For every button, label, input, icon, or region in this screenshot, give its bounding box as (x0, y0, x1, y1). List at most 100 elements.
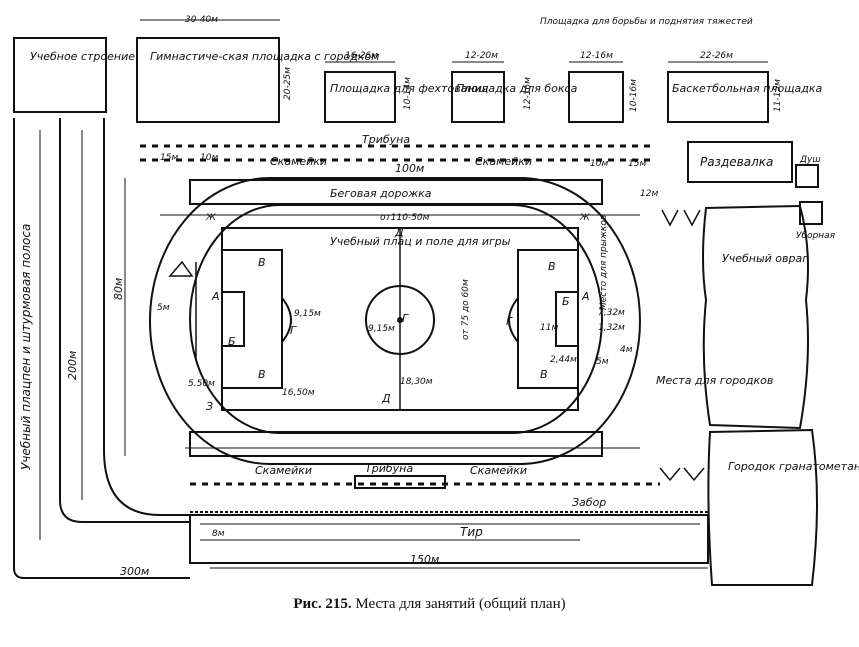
fencing-height-label: 10-14м (403, 77, 413, 110)
ravine-label: Учебный овраг (722, 252, 808, 265)
fencing-area (324, 71, 396, 123)
toilet-box (799, 201, 823, 225)
center-circle (365, 285, 435, 355)
figure-caption: Рис. 215. Места для занятий (общий план) (0, 596, 859, 613)
gym-area (136, 37, 280, 123)
toilet-label: Уборная (796, 231, 836, 241)
ravine-area (702, 204, 809, 430)
boxing-height-label: 12-16м (523, 77, 533, 110)
letter-g-right: Г (506, 315, 513, 328)
basket-height-label: 11-15м (773, 79, 783, 112)
fencing-label: Площадка для фехтования (330, 82, 489, 95)
boxing-label: Площадка для бокса (456, 82, 578, 95)
d-field-width-label: от 75 до 60м (461, 279, 471, 340)
letter-zh-right: Ж (579, 213, 590, 223)
d-100-label: 100м (395, 162, 424, 175)
running-track-straight-bottom (189, 431, 603, 457)
d-5m-b-label: 5м (596, 357, 609, 367)
assault-course-label: Учебный плацпен и штурмовая полоса (19, 224, 33, 470)
throwing-label: Места для городков (656, 374, 773, 387)
d-15-right-label: 15м (628, 159, 646, 169)
study-buildings-label: Учебное строение (30, 50, 135, 63)
pole-vault-label: Место для прыжков (599, 215, 609, 310)
d-10-right-label: 10м (590, 159, 608, 169)
study-buildings-box (13, 37, 107, 113)
basket-label: Баскетбольная площадка (672, 82, 823, 95)
jump-pit-icon (168, 260, 197, 360)
fight-width-label: 12-16м (580, 51, 613, 61)
dressing-room (687, 141, 793, 183)
tribune-top-label: Трибуна (362, 133, 410, 146)
boxing-area (451, 71, 505, 123)
basket-area (667, 71, 769, 123)
d-1830-label: 18,30м (400, 377, 433, 387)
track-outer (149, 177, 641, 465)
letter-d-top: Д (394, 226, 404, 239)
d-915a-label: 9,15м (294, 309, 321, 319)
d-732-label: 7,32м (598, 308, 625, 318)
letter-b-right: Б (562, 295, 570, 308)
shower-box (795, 164, 819, 188)
penalty-area-left (221, 249, 283, 389)
d-110-label: от110-50м (380, 213, 430, 223)
d-10-left-label: 10м (200, 153, 218, 163)
letter-b-left: Б (228, 335, 236, 348)
letter-z-left: З (206, 400, 213, 413)
tribune-bottom-box (354, 475, 446, 489)
d-15-left-label: 15м (160, 153, 178, 163)
assault-course-strip (13, 118, 190, 579)
figure-number: Рис. 215. (293, 596, 352, 612)
benches-bottom-label-2: Скамейки (470, 464, 527, 477)
shower-label: Душ (799, 155, 821, 165)
letter-zh-left: Ж (205, 213, 216, 223)
fence-label: Забор (572, 496, 606, 509)
d-550-label: 5.50м (188, 379, 215, 389)
letter-g-left: Г (290, 324, 297, 337)
d-8m-label: 8м (212, 529, 225, 539)
running-track-label: Беговая дорожка (330, 187, 432, 200)
d-150-label: 150м (410, 553, 439, 566)
basket-width-label: 22-26м (700, 51, 733, 61)
benches-bottom-label-1: Скамейки (255, 464, 312, 477)
gym-label: Гимнастиче-ская площадка с городком (150, 50, 379, 63)
d-4m-label: 4м (620, 345, 633, 355)
benches-top-label-1: Скамейки (270, 155, 327, 168)
gym-height-label: 20-25м (283, 67, 293, 100)
d-200-label: 200м (66, 351, 79, 380)
goal-area-left (221, 291, 245, 347)
letter-v-left-top: В (258, 256, 266, 269)
running-track-straight-top (189, 179, 603, 205)
d-915b-label: 9,15м (368, 324, 395, 334)
fight-height-label: 10-16м (629, 79, 639, 112)
goal-area-right (555, 291, 579, 347)
d-80-label: 80м (112, 278, 125, 300)
d-1650-label: 16,50м (282, 388, 315, 398)
fencing-width-label: 16-26м (345, 51, 378, 61)
d-244-label: 2,44м (550, 355, 577, 365)
letter-v-left-bottom: В (258, 368, 266, 381)
fight-label: Площадка для борьбы и поднятия тяжестей (540, 17, 753, 27)
d-5m-label: 5м (157, 303, 170, 313)
letter-d-bottom: Д (381, 392, 391, 405)
figure-title: Места для занятий (общий план) (355, 596, 566, 612)
letter-v-right-bottom: В (540, 368, 548, 381)
shooting-label: Тир (460, 525, 483, 539)
grenade-label: Городок гранатометания (728, 460, 859, 473)
fight-area (568, 71, 624, 123)
letter-v-right-top: В (548, 260, 556, 273)
letter-a-left: А (211, 290, 220, 303)
d-11-label: 11м (540, 323, 558, 333)
grenade-area (707, 428, 818, 586)
boxing-width-label: 12-20м (465, 51, 498, 61)
throwing-icon (659, 209, 705, 482)
gym-width-label: 30-40м (185, 15, 218, 25)
d-132-label: 1,32м (598, 323, 625, 333)
dressing-label: Раздевалка (700, 155, 773, 169)
d-300-label: 300м (120, 565, 149, 578)
tribune-bottom-label: Трибуна (365, 462, 413, 475)
field-label: Учебный плац и поле для игры (330, 235, 511, 248)
sports-ground-plan: Учебное строение Учебный плацпен и штурм… (13, 15, 859, 586)
benches-top-label-2: Скамейки (475, 155, 532, 168)
letter-g-center: Г (402, 312, 409, 325)
letter-a-right: А (581, 290, 590, 303)
